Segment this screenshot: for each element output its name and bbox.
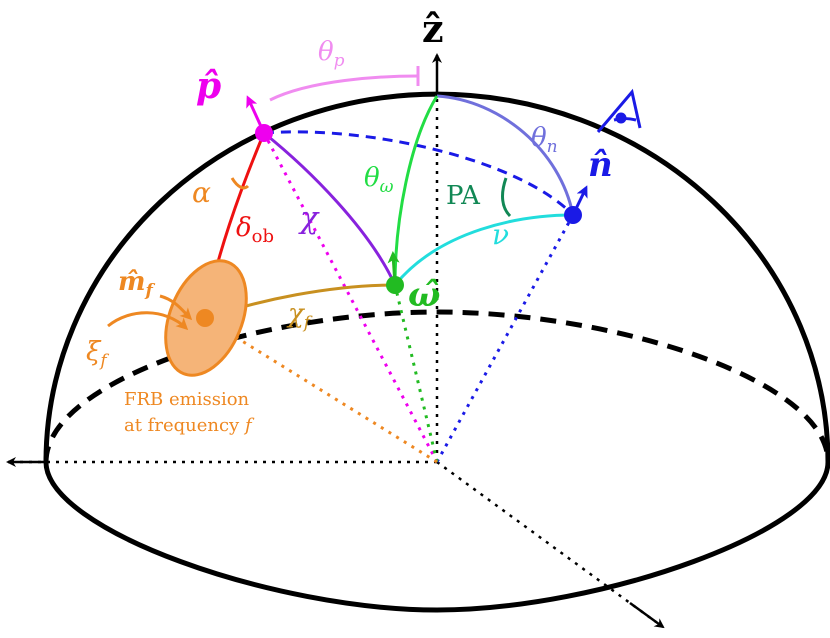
theta-omega-label: θω bbox=[364, 163, 394, 197]
pa-label: PA bbox=[446, 181, 481, 211]
m-f-arrow bbox=[159, 294, 193, 321]
arc-nu bbox=[393, 213, 574, 286]
sphere-dome-outline bbox=[43, 91, 830, 613]
n-label: n̂ bbox=[588, 145, 613, 185]
m-f-label: m̂f bbox=[118, 267, 156, 301]
pa-angle-arc bbox=[501, 177, 512, 218]
p-label: p̂ bbox=[196, 65, 221, 107]
omega-label: ω̂ bbox=[408, 275, 440, 315]
chi-label: χ bbox=[298, 201, 320, 236]
arc-chi bbox=[263, 131, 397, 286]
theta-p-label: θp bbox=[318, 37, 345, 71]
xi-f-label: ξf bbox=[86, 337, 109, 371]
radial-n bbox=[435, 214, 575, 463]
omega-point bbox=[386, 276, 404, 294]
arc-theta-omega bbox=[393, 95, 439, 286]
radial-omega bbox=[393, 284, 439, 463]
z-axis-label: ẑ bbox=[422, 6, 444, 51]
emission-caption-line2: at frequency f bbox=[124, 415, 255, 436]
theta-n-label: θn bbox=[531, 123, 558, 157]
chi-f-label: χf bbox=[286, 299, 313, 333]
delta-ob-label: δob bbox=[236, 213, 274, 247]
observer-eye-icon bbox=[596, 88, 642, 133]
xi-f-arrow bbox=[107, 311, 189, 331]
arc-p-to-n-dashed bbox=[263, 130, 575, 217]
arc-theta-n bbox=[436, 94, 575, 216]
emission-caption-line1: FRB emission bbox=[124, 389, 250, 410]
theta-p-bracket bbox=[269, 74, 419, 102]
equator-back-dashed bbox=[43, 309, 830, 463]
frb-point bbox=[196, 309, 214, 327]
p-point bbox=[255, 124, 273, 142]
nu-label: ν bbox=[492, 218, 509, 251]
y-axis-front-arrow bbox=[629, 601, 665, 629]
radial-frb bbox=[204, 316, 438, 464]
alpha-label: α bbox=[192, 176, 211, 209]
alpha-angle-arc bbox=[230, 177, 250, 190]
y-axis-front bbox=[436, 460, 657, 624]
n-point bbox=[564, 206, 582, 224]
